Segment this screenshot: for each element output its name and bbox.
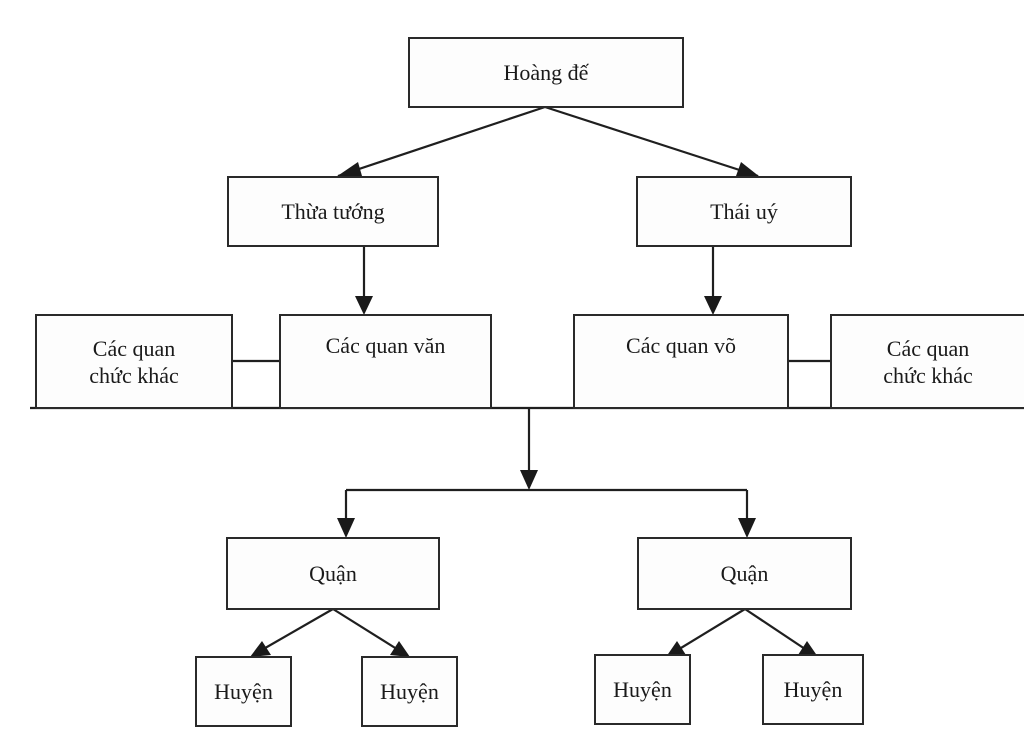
- arrowhead-commandery-left: [337, 518, 355, 538]
- node-emperor-label: Hoàng đế: [503, 60, 589, 85]
- arrowhead-chancellor: [336, 162, 362, 177]
- arrowhead-grand-commandant: [736, 162, 760, 177]
- node-grand-commandant-label: Thái uý: [710, 199, 778, 224]
- node-county-4: Huyện: [762, 654, 864, 725]
- node-other-officials-left-line-2: chức khác: [89, 362, 179, 388]
- node-county-3: Huyện: [594, 654, 691, 725]
- arrowhead-commandery-right: [738, 518, 756, 538]
- node-commandery-left-label: Quận: [309, 561, 357, 586]
- arrowhead-county-1: [250, 641, 271, 657]
- arrowhead-civil: [355, 296, 373, 315]
- edge-commandery-right-county-3: [675, 608, 746, 652]
- node-county-4-label: Huyện: [783, 677, 843, 702]
- node-other-officials-right: Các quan chức khác: [830, 314, 1024, 409]
- node-commandery-left: Quận: [226, 537, 440, 610]
- edge-commandery-left-county-1: [259, 608, 334, 652]
- arrowhead-county-2: [390, 641, 410, 657]
- node-military-officials-label: Các quan võ: [626, 333, 736, 358]
- node-other-officials-left: Các quan chức khác: [35, 314, 233, 409]
- edge-emperor-chancellor: [337, 105, 546, 178]
- node-emperor: Hoàng đế: [408, 37, 684, 108]
- arrowhead-military: [704, 296, 722, 315]
- node-civil-officials: Các quan văn: [279, 314, 492, 409]
- edge-commandery-right-county-4: [744, 608, 809, 652]
- node-commandery-right: Quận: [637, 537, 852, 610]
- node-chancellor-label: Thừa tướng: [281, 199, 385, 224]
- node-county-2: Huyện: [361, 656, 458, 727]
- node-county-1: Huyện: [195, 656, 292, 727]
- edge-commandery-left-county-2: [332, 608, 401, 652]
- node-other-officials-right-line-2: chức khác: [883, 362, 973, 388]
- node-other-officials-left-line-1: Các quan: [92, 335, 176, 361]
- node-grand-commandant: Thái uý: [636, 176, 852, 247]
- node-county-3-label: Huyện: [613, 677, 672, 702]
- node-county-2-label: Huyện: [380, 679, 439, 704]
- node-chancellor: Thừa tướng: [227, 176, 439, 247]
- node-commandery-right-label: Quận: [720, 561, 769, 586]
- arrowhead-commandery-junction: [520, 470, 538, 490]
- arrowhead-county-4: [798, 641, 818, 657]
- edge-emperor-grand-commandant: [544, 105, 759, 178]
- arrowhead-county-3: [666, 641, 686, 657]
- node-other-officials-right-line-1: Các quan: [886, 335, 970, 361]
- node-civil-officials-label: Các quan văn: [325, 333, 446, 358]
- node-military-officials: Các quan võ: [573, 314, 789, 409]
- node-county-1-label: Huyện: [214, 679, 273, 704]
